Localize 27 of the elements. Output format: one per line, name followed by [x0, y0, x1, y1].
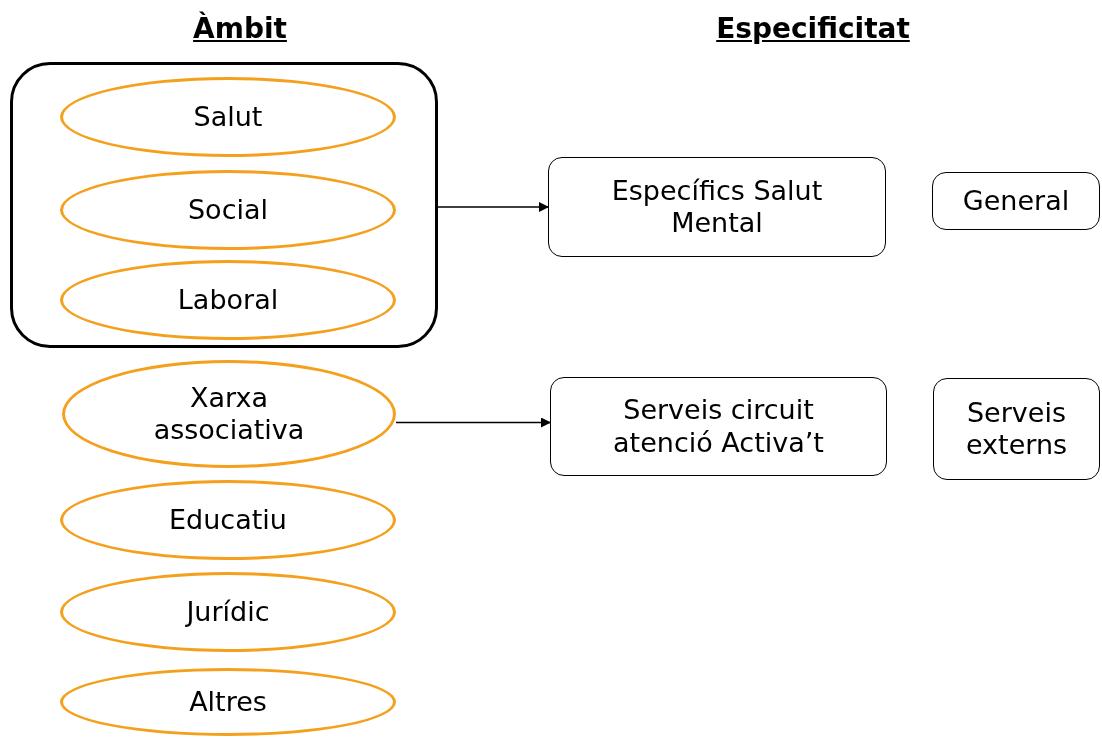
- node-text: Educatiu: [168, 503, 288, 537]
- node-text: General: [961, 184, 1071, 218]
- node-text: Xarxa associativa: [152, 381, 306, 447]
- node-text: Jurídic: [184, 595, 271, 629]
- node-text: Salut: [192, 100, 264, 134]
- column-heading: Especificitat: [716, 12, 910, 45]
- ellipse: [60, 170, 396, 250]
- column-heading: Àmbit: [193, 12, 287, 45]
- group-box: [10, 62, 438, 348]
- node-text: Específics Salut Mental: [610, 174, 824, 240]
- ellipse: [60, 572, 396, 652]
- rounded-box: [548, 157, 886, 257]
- ellipse: [62, 360, 396, 468]
- rounded-box: [933, 378, 1100, 480]
- node-text: Social: [186, 193, 270, 227]
- node-text: Altres: [188, 685, 268, 719]
- ellipse: [60, 260, 396, 340]
- rounded-box: [932, 172, 1100, 230]
- ellipse: [60, 668, 396, 736]
- ellipse: [60, 480, 396, 560]
- rounded-box: [550, 377, 887, 476]
- node-text: Laboral: [176, 283, 280, 317]
- arrow: [437, 202, 549, 212]
- node-text: Serveis externs: [964, 396, 1069, 462]
- ellipse: [60, 77, 396, 157]
- node-text: Serveis circuit atenció Activa’t: [612, 394, 825, 459]
- arrow: [395, 417, 551, 428]
